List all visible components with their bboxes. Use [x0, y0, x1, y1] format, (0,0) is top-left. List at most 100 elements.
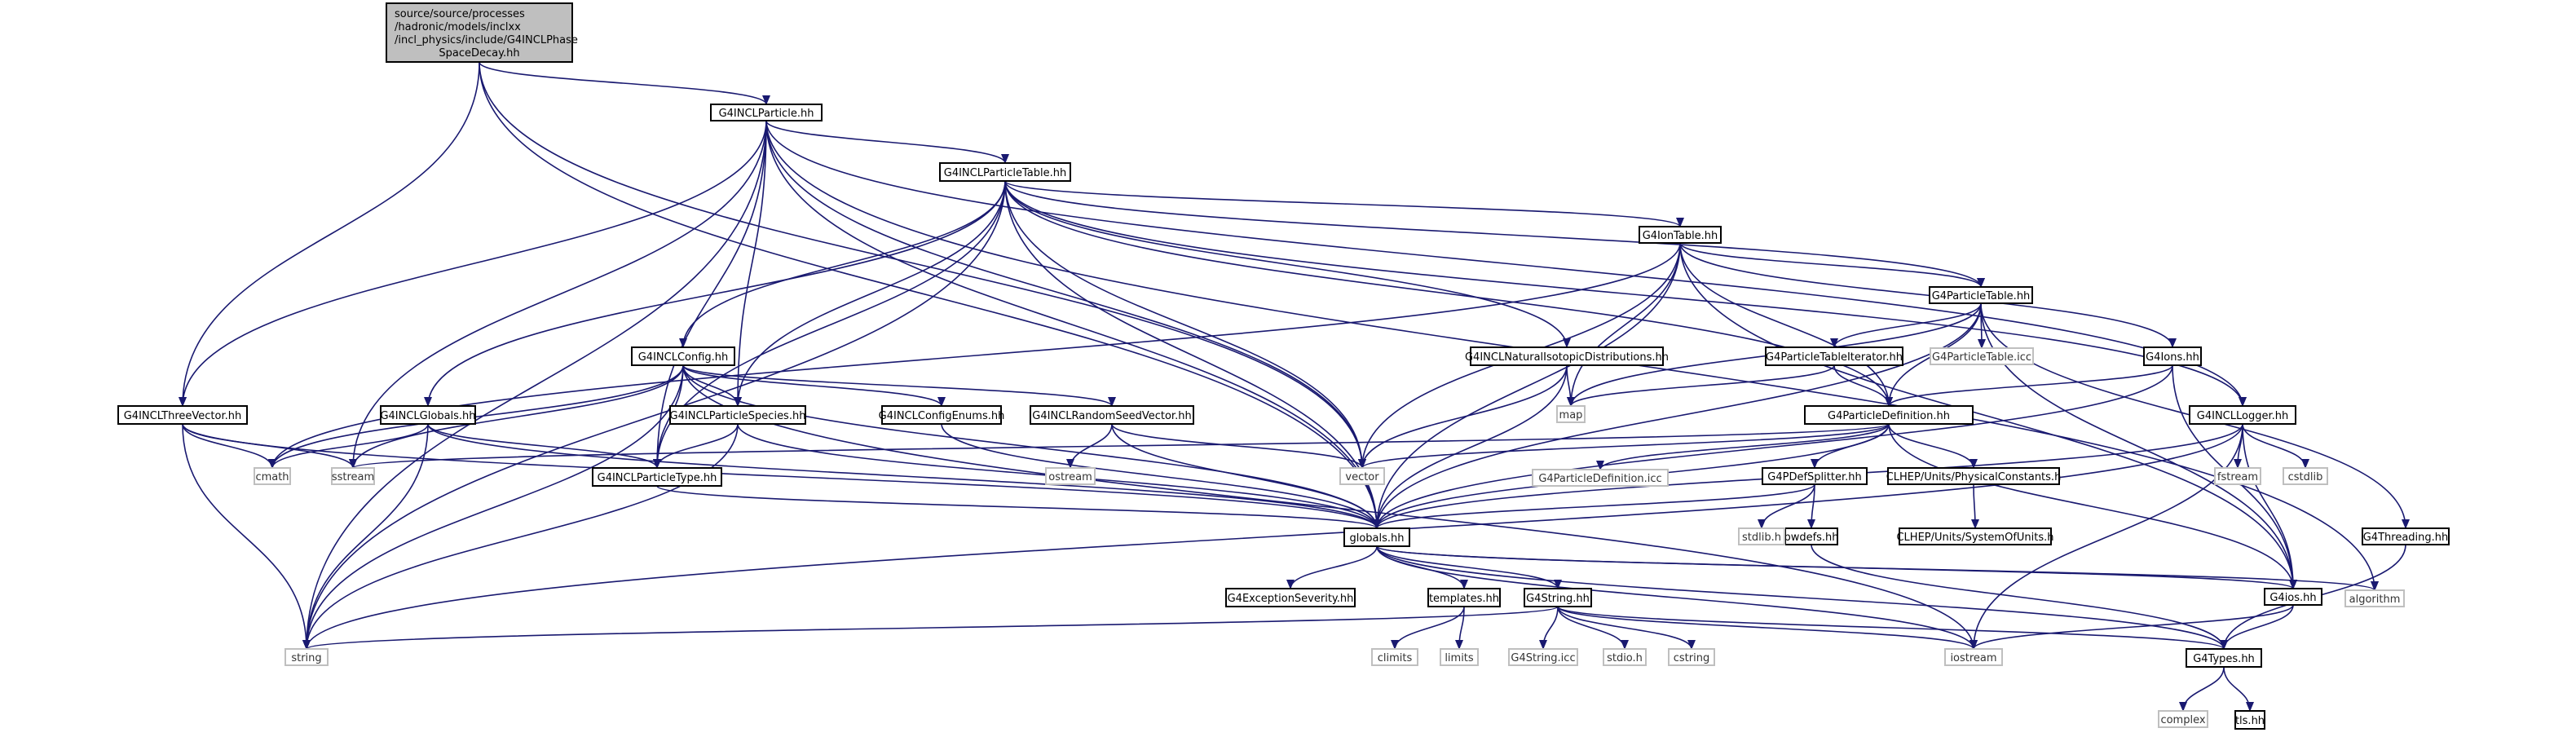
node-globals[interactable]: globals.hh — [1343, 527, 1410, 547]
node-cmath[interactable]: cmath — [254, 467, 291, 485]
node-particle[interactable]: G4INCLParticle.hh — [710, 104, 823, 121]
node-limits[interactable]: limits — [1440, 648, 1479, 666]
node-label-stdio: stdio.h — [1607, 652, 1643, 664]
edge-ptable-to-species — [734, 180, 1006, 407]
node-cstdlib[interactable]: cstdlib — [2283, 467, 2328, 485]
node-label-randseed: G4INCLRandomSeedVector.hh — [1032, 410, 1191, 422]
node-pdefsplit[interactable]: G4PDefSplitter.hh — [1762, 467, 1868, 485]
node-stdio[interactable]: stdio.h — [1603, 648, 1647, 666]
node-label-ptype: G4INCLParticleType.hh — [598, 472, 717, 484]
node-label-g4ptableicc: G4ParticleTable.icc — [1932, 351, 2031, 364]
node-tls[interactable]: tls.hh — [2234, 710, 2265, 730]
node-g4string[interactable]: G4String.hh — [1524, 588, 1592, 607]
node-label-particle: G4INCLParticle.hh — [719, 108, 814, 120]
edge-pdef-to-g4ios — [1888, 423, 2297, 589]
edge-iontable-to-cmath — [268, 242, 1681, 469]
edge-templates-to-climits — [1391, 606, 1465, 650]
node-sstream[interactable]: sstream — [331, 467, 375, 485]
node-stdlib[interactable]: stdlib.h — [1738, 527, 1785, 545]
node-g4ios[interactable]: G4ios.hh — [2264, 588, 2322, 606]
edge-natiso-to-map — [1566, 364, 1575, 407]
root-label-line-2: /hadronic/models/inclxx — [395, 21, 521, 33]
node-g4ptableicc[interactable]: G4ParticleTable.icc — [1930, 347, 2034, 365]
edge-randseed-to-globals — [1111, 423, 1381, 529]
edge-config-to-randseed — [682, 364, 1116, 407]
node-threading[interactable]: G4Threading.hh — [2362, 527, 2450, 545]
edge-templates-to-limits — [1455, 606, 1465, 650]
node-label-pdefsplit: G4PDefSplitter.hh — [1767, 471, 1861, 483]
node-g4stringicc[interactable]: G4String.icc — [1508, 648, 1578, 666]
node-label-sysunits: CLHEP/Units/SystemOfUnits.h — [1896, 532, 2053, 544]
edge-iontable-to-pdef — [1679, 242, 1893, 407]
node-complex[interactable]: complex — [2158, 710, 2208, 728]
node-label-pdeficc: G4ParticleDefinition.icc — [1538, 473, 1661, 485]
edge-ptable-to-string — [302, 180, 1006, 650]
edge-pdefsplit-to-globals — [1373, 483, 1815, 529]
root-node-phasespacedecay[interactable]: source/source/processes /hadronic/models… — [386, 2, 578, 63]
edge-pdefsplit-to-stdlib — [1758, 483, 1815, 529]
edge-globals_incl-to-string — [302, 423, 429, 650]
nodes-layer: source/source/processes /hadronic/models… — [117, 2, 2450, 730]
node-g4types[interactable]: G4Types.hh — [2186, 648, 2262, 668]
node-vector[interactable]: vector — [1339, 467, 1385, 485]
node-templates[interactable]: templates.hh — [1427, 588, 1501, 607]
node-g4ptable[interactable]: G4ParticleTable.hh — [1929, 286, 2033, 304]
node-algorithm[interactable]: algorithm — [2344, 589, 2405, 607]
node-label-globals: globals.hh — [1349, 532, 1404, 545]
node-globals_incl[interactable]: G4INCLGlobals.hh — [380, 405, 476, 425]
edge-ptable-to-globals — [1004, 180, 1381, 529]
node-config[interactable]: G4INCLConfig.hh — [631, 346, 735, 366]
root-label-line-1: source/source/processes — [395, 8, 525, 20]
node-label-g4ios: G4ios.hh — [2269, 592, 2316, 604]
edge-pdef-to-vector — [1358, 423, 1890, 469]
edge-ptable-to-vector — [1004, 180, 1366, 469]
node-ptable[interactable]: G4INCLParticleTable.hh — [939, 162, 1071, 182]
edge-pdefsplit-to-pwdefs — [1807, 483, 1816, 529]
node-label-vector: vector — [1345, 471, 1379, 483]
edge-g4string-to-iostream — [1557, 606, 1978, 650]
node-randseed[interactable]: G4INCLRandomSeedVector.hh — [1030, 405, 1194, 425]
node-climits[interactable]: climits — [1371, 648, 1418, 666]
edges-layer — [179, 61, 2410, 712]
node-label-templates: templates.hh — [1429, 593, 1499, 605]
node-g4ions[interactable]: G4Ions.hh — [2143, 346, 2202, 366]
node-natiso[interactable]: G4INCLNaturalIsotopicDistributions.hh — [1465, 346, 1669, 366]
node-string[interactable]: string — [285, 648, 329, 666]
node-cstring[interactable]: cstring — [1668, 648, 1715, 666]
node-label-limits: limits — [1445, 652, 1474, 664]
edge-g4string-to-g4stringicc — [1539, 606, 1559, 650]
node-sysunits[interactable]: CLHEP/Units/SystemOfUnits.h — [1896, 527, 2054, 545]
edge-configenums-to-globals — [941, 423, 1381, 529]
node-ptype[interactable]: G4INCLParticleType.hh — [592, 467, 722, 487]
node-physconst[interactable]: CLHEP/Units/PhysicalConstants.h — [1886, 467, 2062, 485]
edge-particle-to-threevec — [179, 120, 767, 407]
node-label-logger: G4INCLLogger.hh — [2197, 410, 2288, 422]
edge-particle-to-string — [302, 120, 767, 650]
node-pdeficc[interactable]: G4ParticleDefinition.icc — [1532, 469, 1669, 487]
edge-logger-to-cstdlib — [2242, 423, 2309, 469]
node-pwdefs[interactable]: pwdefs.hh — [1784, 527, 1839, 545]
node-iostream[interactable]: iostream — [1944, 648, 2003, 666]
node-logger[interactable]: G4INCLLogger.hh — [2189, 405, 2296, 425]
node-species[interactable]: G4INCLParticleSpecies.hh — [669, 405, 806, 425]
node-map[interactable]: map — [1556, 405, 1586, 423]
edge-config-to-sstream — [349, 364, 684, 469]
node-label-cstdlib: cstdlib — [2288, 471, 2323, 483]
node-threevec[interactable]: G4INCLThreeVector.hh — [117, 405, 248, 425]
node-iontable[interactable]: G4IonTable.hh — [1639, 226, 1722, 244]
node-exception[interactable]: G4ExceptionSeverity.hh — [1225, 588, 1356, 607]
edge-species-to-string — [302, 423, 739, 650]
edge-root-to-globals — [479, 61, 1381, 529]
edge-config-to-configenums — [682, 364, 946, 407]
edge-g4ions-to-globals — [1373, 364, 2173, 529]
edge-ptable-to-natiso — [1004, 180, 1571, 348]
edge-root-to-vector — [479, 61, 1366, 469]
node-label-globals_incl: G4INCLGlobals.hh — [380, 410, 475, 422]
edge-g4ptable-to-g4ptableit — [1830, 302, 1982, 348]
edge-iontable-to-g4ptable — [1679, 242, 1985, 288]
node-configenums[interactable]: G4INCLConfigEnums.hh — [879, 405, 1005, 425]
node-ostream[interactable]: ostream — [1045, 467, 1096, 485]
node-pdef[interactable]: G4ParticleDefinition.hh — [1804, 405, 1974, 425]
node-g4ptableit[interactable]: G4ParticleTableIterator.hh — [1765, 346, 1903, 366]
node-fstream[interactable]: fstream — [2214, 467, 2261, 485]
